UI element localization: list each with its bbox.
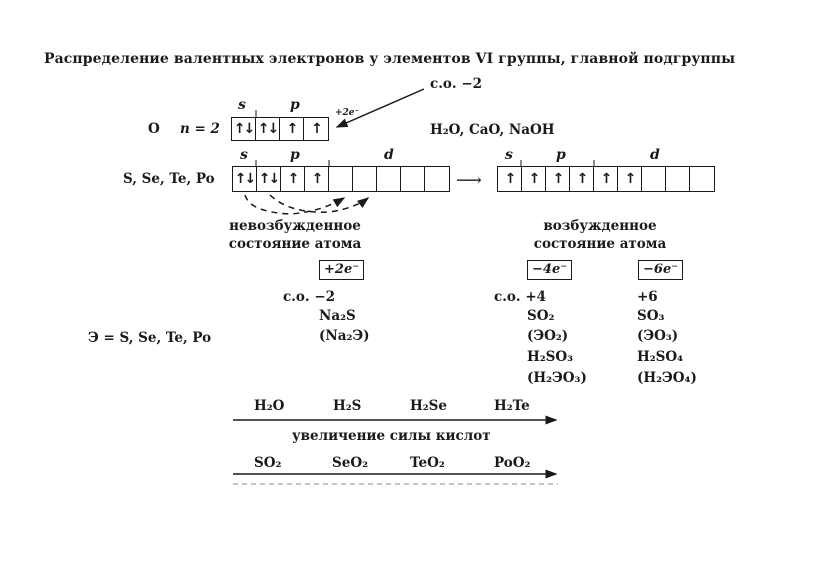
oxidation-state-label: +6 — [637, 289, 658, 305]
compound-formula: (H₂ЭO₄) — [637, 370, 697, 386]
transition-arrow-icon: ⟶ — [456, 170, 482, 191]
promotion-arrow — [244, 194, 346, 215]
orbital-cell: ↑ — [594, 167, 618, 191]
orbital-cell — [377, 167, 401, 191]
compound-formula: SO₃ — [637, 308, 665, 324]
compound-formula: H₂SO₄ — [637, 349, 684, 365]
acid-formula: H₂S — [333, 398, 362, 414]
oxide-formula: TeO₂ — [410, 455, 445, 471]
excited-state-caption-2: состояние атома — [533, 236, 667, 252]
electron-gain-box: +2e⁻ — [319, 260, 365, 280]
orbital-cell: ↑↓ — [233, 167, 257, 191]
oxygen-label: O — [148, 121, 160, 137]
orbital-cell: ↑ — [522, 167, 546, 191]
oxide-formula: SO₂ — [254, 455, 282, 471]
plus-2e-annotation: +2e⁻ — [335, 108, 360, 118]
oxygen-compounds: H₂O, CaO, NaOH — [430, 122, 555, 138]
electron-loss-4-box: −4e⁻ — [527, 260, 573, 280]
oxide-formula: SeO₂ — [332, 455, 369, 471]
orbital-label-d: d — [384, 147, 394, 163]
orbital-label-p: p — [290, 97, 300, 113]
orbital-cell: ↑ — [305, 167, 329, 191]
ground-state-cells: ↑↓ ↑↓ ↑ ↑ — [232, 166, 450, 192]
orbital-cell: ↑ — [498, 167, 522, 191]
orbital-cell — [401, 167, 425, 191]
orbital-cell: ↑ — [618, 167, 642, 191]
orbital-cell: ↑ — [281, 167, 305, 191]
compound-formula: (ЭO₂) — [527, 328, 569, 344]
page-title: Распределение валентных электронов у эле… — [44, 51, 736, 67]
acid-strength-caption: увеличение силы кислот — [292, 428, 491, 444]
orbital-cell: ↑↓ — [256, 118, 280, 140]
orbital-cell: ↑ — [570, 167, 594, 191]
oxidation-state-label: с.о. −2 — [283, 289, 336, 305]
ground-state-caption-2: состояние атома — [228, 236, 362, 252]
promotion-arrow — [269, 194, 370, 213]
compound-formula: (Na₂Э) — [319, 328, 370, 344]
oxidation-state-minus2: с.о. −2 — [430, 76, 483, 92]
orbital-label-s: s — [240, 147, 248, 163]
orbital-cell — [642, 167, 666, 191]
orbital-label-d: d — [650, 147, 660, 163]
orbital-cell: ↑↓ — [232, 118, 256, 140]
acid-formula: H₂Se — [410, 398, 448, 414]
heavy-elements-label: S, Se, Te, Po — [123, 171, 215, 187]
orbital-label-p: p — [290, 147, 300, 163]
orbital-label-s: s — [505, 147, 513, 163]
acid-formula: H₂Te — [494, 398, 530, 414]
compound-formula: (H₂ЭO₃) — [527, 370, 587, 386]
orbital-cell — [329, 167, 353, 191]
orbital-cell: ↑↓ — [257, 167, 281, 191]
oxygen-orbital-cells: ↑↓ ↑↓ ↑ ↑ — [231, 117, 329, 141]
element-definition: Э = S, Se, Te, Po — [88, 330, 212, 346]
compound-formula: SO₂ — [527, 308, 555, 324]
orbital-cell — [666, 167, 690, 191]
oxide-formula: PoO₂ — [494, 455, 531, 471]
ground-state-caption-1: невозбужденное — [229, 218, 361, 234]
excited-state-caption-1: возбужденное — [543, 218, 657, 234]
acid-formula: H₂O — [254, 398, 285, 414]
oxidation-state-label: с.о. +4 — [494, 289, 547, 305]
orbital-label-s: s — [238, 97, 246, 113]
electron-loss-6-box: −6e⁻ — [638, 260, 684, 280]
compound-formula: H₂SO₃ — [527, 349, 574, 365]
oxidation-arrow — [335, 88, 425, 128]
orbital-label-p: p — [556, 147, 566, 163]
compound-formula: Na₂S — [319, 308, 356, 324]
orbital-cell: ↑ — [311, 121, 323, 137]
oxygen-n-label: n = 2 — [180, 121, 220, 137]
orbital-cell — [353, 167, 377, 191]
orbital-cell: ↑ — [280, 118, 304, 140]
excited-state-cells: ↑ ↑ ↑ ↑ ↑ ↑ — [497, 166, 715, 192]
compound-formula: (ЭO₃) — [637, 328, 679, 344]
orbital-cell: ↑ — [546, 167, 570, 191]
